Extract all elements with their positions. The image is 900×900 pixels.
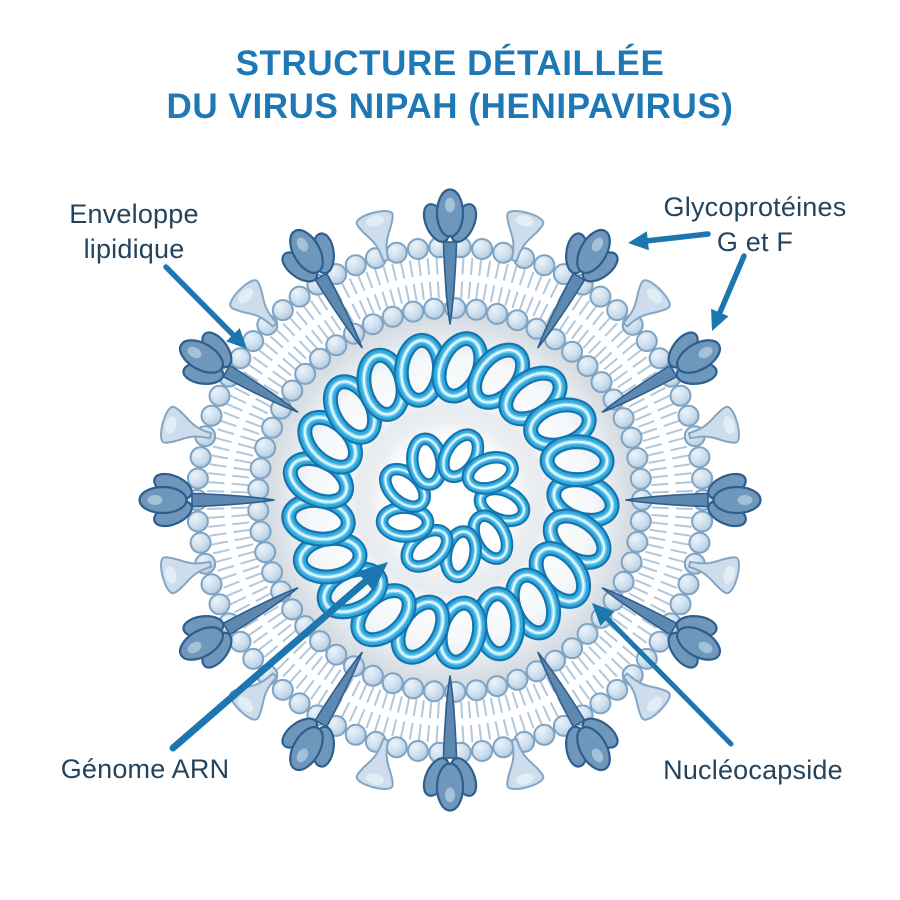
nucleocapsid-helix [281, 331, 620, 670]
label-glyco-line2: G et F [716, 227, 794, 257]
glycoprotein-g-spike [281, 651, 363, 772]
glycoprotein-g-spike [281, 228, 363, 349]
label-enveloppe-line2: lipidique [83, 234, 185, 264]
page-title: STRUCTURE DÉTAILLÉE DU VIRUS NIPAH (HENI… [0, 42, 900, 128]
enveloppe-arrow [163, 264, 247, 349]
glycoproteine-g-arrow [628, 231, 711, 251]
rna-genome-coil [375, 428, 531, 584]
label-enveloppe-lipidique: Enveloppe lipidique [28, 197, 240, 267]
glycoprotein-g-spike [178, 587, 299, 669]
glycoprotein-f-spike [622, 672, 671, 721]
pointer-arrows [163, 231, 747, 752]
glycoprotein-f-spike [355, 737, 394, 790]
glycoprotein-f-spike [622, 279, 671, 328]
lipid-heads-outer-row [186, 236, 714, 764]
glycoprotein-g-spike [422, 188, 478, 325]
glycoprotein-f-spike [506, 737, 545, 790]
glycoprotein-f-spike [506, 210, 545, 263]
glycoprotein-g-spikes [138, 188, 762, 812]
glycoprotein-f-spikes [160, 210, 740, 790]
glycoprotein-g-spike [422, 675, 478, 812]
glycoprotein-g-spike [601, 331, 722, 413]
label-glyco-line1: Glycoprotéines [663, 192, 847, 222]
glycoprotein-f-spike [160, 405, 213, 444]
label-enveloppe-line1: Enveloppe [69, 199, 199, 229]
label-glycoproteines-g-f: Glycoprotéines G et F [650, 190, 860, 260]
label-nucleocapside-text: Nucléocapside [663, 755, 843, 785]
glycoprotein-f-spike [229, 279, 278, 328]
nucleocapside-arrow [592, 603, 734, 747]
glycoprotein-g-spike [178, 331, 299, 413]
title-line-1: STRUCTURE DÉTAILLÉE [235, 44, 665, 83]
genome-arrow [169, 562, 388, 752]
glycoprotein-g-spike [537, 228, 619, 349]
glycoprotein-g-spike [138, 472, 275, 528]
glycoprotein-f-spike [355, 210, 394, 263]
glycoprotein-f-spike [687, 556, 740, 595]
glycoprotein-g-spike [537, 651, 619, 772]
label-genome-arn: Génome ARN [45, 752, 245, 787]
glycoproteine-f-arrow [711, 253, 747, 331]
label-genome-text: Génome ARN [60, 754, 230, 784]
glycoprotein-f-spike [687, 405, 740, 444]
glycoprotein-g-spike [625, 472, 762, 528]
glycoprotein-f-spike [160, 556, 213, 595]
title-line-2: DU VIRUS NIPAH (HENIPAVIRUS) [166, 87, 734, 126]
label-nucleocapside: Nucléocapside [652, 753, 854, 788]
glycoprotein-g-spike [601, 587, 722, 669]
glycoprotein-f-spike [229, 672, 278, 721]
lipid-heads-inner-row [247, 297, 653, 703]
